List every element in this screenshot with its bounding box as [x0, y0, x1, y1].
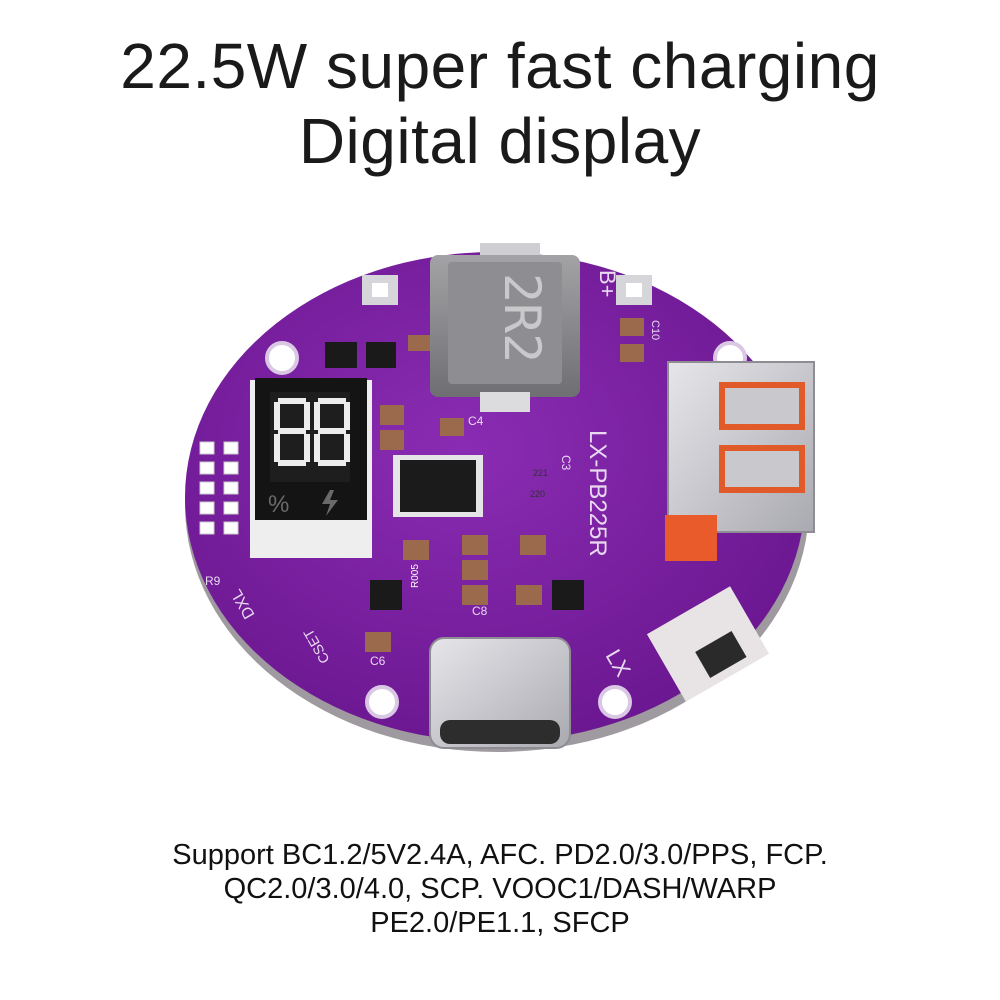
c10-label: C10 — [649, 320, 661, 340]
c4-label: C4 — [468, 414, 484, 428]
capacitors — [365, 318, 644, 652]
b-plus-label: B+ — [595, 270, 620, 298]
usb-a-port — [665, 361, 815, 561]
lightning-icon — [322, 490, 338, 516]
headline-line-1: 22.5W super fast charging — [120, 30, 880, 102]
inductor-marking: 2R2 — [493, 273, 551, 363]
percent-indicator: % — [268, 491, 289, 518]
headline-line-2: Digital display — [298, 105, 702, 177]
support-line-3: PE2.0/PE1.1, SFCP — [370, 907, 630, 939]
led-resistor-column — [199, 441, 239, 535]
led-display: % — [250, 378, 372, 558]
inductor: 2R2 — [430, 255, 580, 412]
c8-label: C8 — [472, 604, 488, 618]
c6-label: C6 — [370, 654, 386, 668]
transistors — [325, 342, 584, 610]
r220-label: 220 — [530, 489, 545, 499]
controller-ic — [393, 455, 483, 517]
support-line-2: QC2.0/3.0/4.0, SCP. VOOC1/DASH/WARP — [223, 873, 777, 905]
c3-label: C3 — [559, 455, 573, 471]
usb-c-port — [429, 637, 571, 749]
r9-label: R9 — [205, 574, 221, 588]
battery-pads — [362, 243, 652, 305]
r221-label: 221 — [533, 468, 548, 478]
r005-label: R005 — [410, 564, 421, 588]
tactile-switch — [646, 586, 770, 702]
support-line-1: Support BC1.2/5V2.4A, AFC. PD2.0/3.0/PPS… — [172, 839, 828, 871]
model-label: LX-PB225R — [584, 430, 611, 557]
